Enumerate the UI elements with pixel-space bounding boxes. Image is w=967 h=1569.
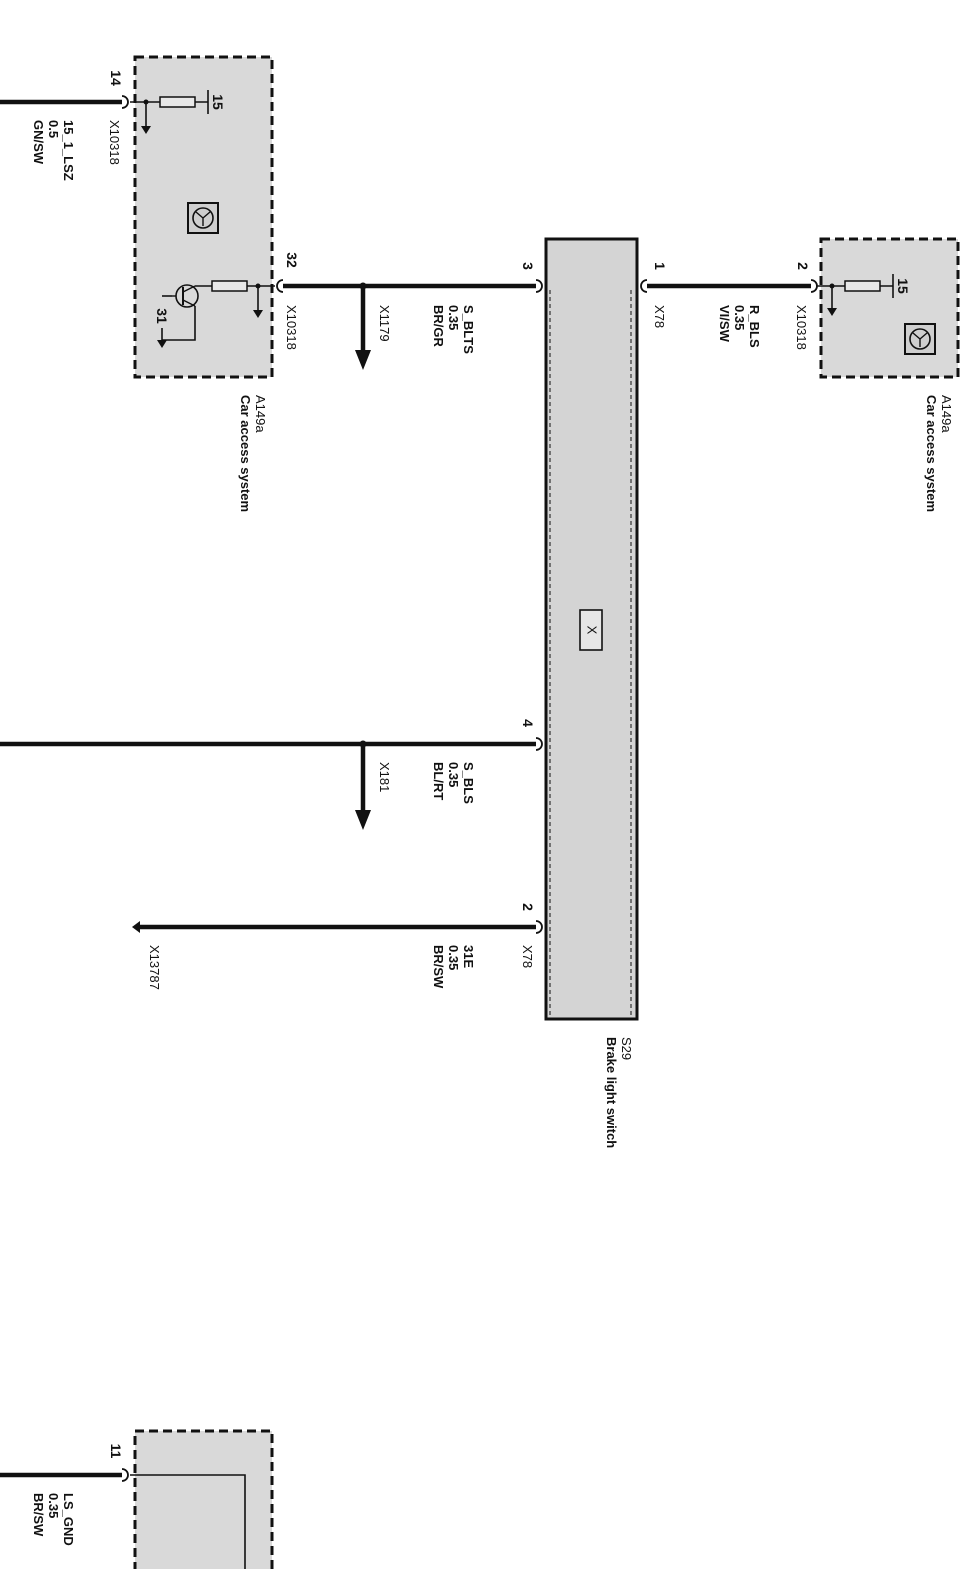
wire-r-bls-color: VI/SW	[717, 305, 732, 343]
wire-s-blts-color: BR/GR	[431, 305, 446, 348]
wire-15-1-signal: 15_1_LSZ	[61, 120, 76, 181]
transistor-emitter-line	[162, 306, 196, 341]
wire-r-bls-signal: R_BLS	[747, 305, 762, 348]
brake-switch-symbol-box	[579, 609, 603, 651]
car-access-module-left	[130, 55, 275, 379]
connector-x78-pin1: X78	[652, 305, 667, 328]
component-id-right: A149a	[939, 395, 954, 433]
component-name-right: Car access system	[924, 395, 939, 512]
pin-14: 14	[108, 70, 124, 86]
wire-r-bls-size: 0.35	[732, 305, 747, 330]
wire-label-r-bls: R_BLS 0.35 VI/SW	[717, 305, 762, 348]
component-id-left: A149a	[253, 395, 268, 433]
wire-ls-gnd-size: 0.35	[46, 1493, 61, 1518]
node-top	[143, 99, 149, 105]
wire-s-bls-signal: S_BLS	[461, 762, 476, 804]
car-access-module-right	[816, 237, 960, 379]
ground-arrow-top	[141, 126, 151, 134]
component-label-left: A149a Car access system	[238, 395, 268, 512]
component-label-switch: S29 Brake light switch	[604, 1037, 634, 1148]
label-15-left: 15	[210, 94, 226, 110]
car-access-right-box	[819, 237, 960, 379]
pin-32: 32	[284, 252, 300, 268]
wire-ls-gnd-color: BR/SW	[31, 1493, 46, 1537]
wire-s-bls-size: 0.35	[446, 762, 461, 787]
resistor-top	[159, 96, 196, 108]
wire-31e-size: 0.35	[446, 945, 461, 970]
resistor-mid	[211, 280, 248, 292]
wire-15-1-color: GN/SW	[31, 120, 46, 165]
processor-icon-right	[904, 323, 936, 355]
pin-2-switch: 2	[520, 903, 536, 911]
ground-arrow-right	[827, 308, 837, 316]
pin-11: 11	[108, 1444, 124, 1459]
component-name-left: Car access system	[238, 395, 253, 512]
car-access-module-bottom	[130, 1429, 274, 1569]
component-id-switch: S29	[619, 1037, 634, 1060]
ground-arrow-mid	[253, 310, 263, 318]
connector-x10318-mid: X10318	[284, 305, 299, 350]
pin-1: 1	[652, 262, 668, 270]
connector-x1179: X1179	[377, 305, 392, 342]
brake-light-switch: X	[544, 237, 639, 1021]
label-15-right: 15	[895, 278, 911, 294]
splice-arrow-x181	[355, 810, 371, 830]
splice-arrow-x1179	[355, 350, 371, 370]
connector-x10318-top: X10318	[107, 120, 122, 165]
component-label-right: A149a Car access system	[924, 395, 954, 512]
node-right	[829, 283, 835, 289]
connector-x10318-right: X10318	[794, 305, 809, 350]
wire-label-ls-gnd: LS_GND 0.35 BR/SW	[31, 1493, 76, 1546]
connector-x13787: X13787	[147, 945, 162, 990]
wire-31e-color: BR/SW	[431, 945, 446, 989]
wire-s-blts-size: 0.35	[446, 305, 461, 330]
connector-arcs	[121, 95, 818, 1482]
wire-label-s-bls: S_BLS 0.35 BL/RT	[431, 762, 476, 804]
ground-31-arrow	[157, 340, 167, 348]
node-mid	[255, 283, 261, 289]
pin-4: 4	[520, 719, 536, 727]
wire-15-1-size: 0.5	[46, 120, 61, 138]
wire-label-31e: 31E 0.35 BR/SW	[431, 945, 476, 989]
connector-x78-pin2: X78	[520, 945, 535, 968]
transistor-icon	[172, 284, 199, 308]
wire-ls-gnd-signal: LS_GND	[61, 1493, 76, 1546]
label-31: 31	[154, 308, 170, 324]
component-name-switch: Brake light switch	[604, 1037, 619, 1148]
wire-label-15-1-lsz: 15_1_LSZ 0.5 GN/SW	[31, 120, 76, 181]
resistor-right	[844, 280, 881, 292]
internal-line-bottom	[130, 1474, 246, 1569]
pin-2-right: 2	[795, 262, 811, 270]
car-access-bottom-box	[133, 1429, 274, 1569]
wire-label-s-blts: S_BLTS 0.35 BR/GR	[431, 305, 476, 354]
connector-x181: X181	[377, 762, 392, 792]
pin-3: 3	[520, 262, 536, 270]
brake-switch-symbol: X	[585, 626, 600, 635]
wire-s-blts-signal: S_BLTS	[461, 305, 476, 354]
ground-terminal-x13787	[132, 921, 140, 933]
wire-s-bls-color: BL/RT	[431, 762, 446, 800]
wire-31e-signal: 31E	[461, 945, 476, 968]
processor-icon-left	[187, 202, 219, 234]
